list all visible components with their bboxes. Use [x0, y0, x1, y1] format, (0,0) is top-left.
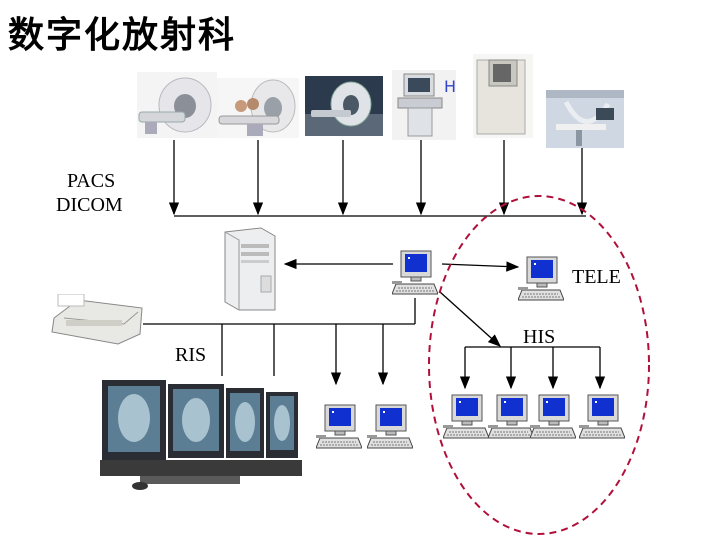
his-workstation-icon-4 — [579, 394, 625, 439]
dr-xray-unit-image — [473, 54, 533, 138]
dicom-label: DICOM — [56, 194, 123, 216]
his-label: HIS — [523, 326, 556, 348]
external-network-ellipse — [428, 195, 650, 535]
tele-link — [441, 261, 520, 272]
pacs-label: PACS — [67, 170, 116, 192]
tele-label: TELE — [572, 266, 621, 288]
ct-scanner-image — [217, 78, 299, 138]
page-title: 数字化放射科 — [8, 15, 237, 56]
ris-workstation-icon-1 — [316, 404, 362, 449]
his-workstation-icon-3 — [530, 394, 576, 439]
svg-text:H: H — [444, 77, 456, 96]
his-link — [439, 291, 501, 347]
c-arm-angiography-image — [546, 90, 624, 148]
his-workstation-icon-1 — [443, 394, 489, 439]
pet-ct-scanner-image — [305, 76, 383, 136]
ris-workstation-icon-2 — [367, 404, 413, 449]
his-workstation-icon-2 — [488, 394, 534, 439]
ultrasound-unit-image: H — [392, 70, 456, 140]
ris-label: RIS — [175, 344, 207, 366]
central-workstation-icon — [392, 250, 438, 295]
mri-scanner-image — [137, 72, 217, 138]
multi-monitor-workstation-image — [100, 376, 302, 492]
tele-workstation-icon — [518, 256, 564, 301]
pacs-server-image — [224, 227, 276, 311]
film-printer-image — [51, 294, 143, 345]
